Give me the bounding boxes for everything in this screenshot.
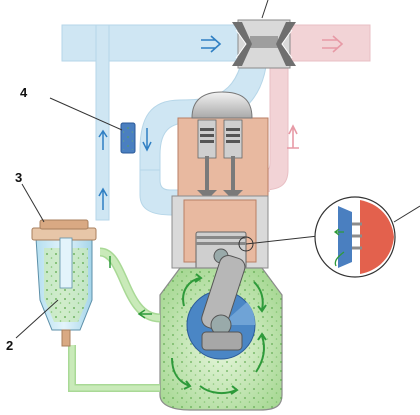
top-leader-line	[261, 0, 269, 19]
callout-4: 4	[20, 85, 28, 100]
zoom-detail	[238, 196, 420, 278]
separator-up-arrow-icon	[98, 187, 108, 210]
crankcase-vent-hose	[68, 247, 161, 392]
leader-line-2	[15, 299, 59, 339]
oil-separator	[31, 219, 97, 347]
exhaust-up-arrow-icon	[287, 124, 299, 149]
turbocharger	[232, 19, 296, 69]
exhaust-flow-arrow-icon	[322, 35, 344, 53]
leader-line-4	[49, 97, 123, 131]
callout-3: 3	[15, 170, 22, 185]
pcv-valve	[120, 122, 136, 154]
valve-down-arrow-icon	[142, 128, 152, 152]
intake-down-arrow-icon	[98, 129, 108, 150]
crankcase-rotation-arrow-icon	[171, 273, 267, 395]
hose-flow-arrow-icon	[109, 256, 152, 319]
zoom-blowby-arrow-icon	[333, 228, 345, 267]
leader-line-3	[21, 183, 45, 223]
intake-flow-arrow-icon	[201, 35, 222, 53]
callout-2: 2	[6, 338, 13, 353]
cylinder-head	[177, 91, 269, 199]
crankshaft	[186, 255, 256, 360]
